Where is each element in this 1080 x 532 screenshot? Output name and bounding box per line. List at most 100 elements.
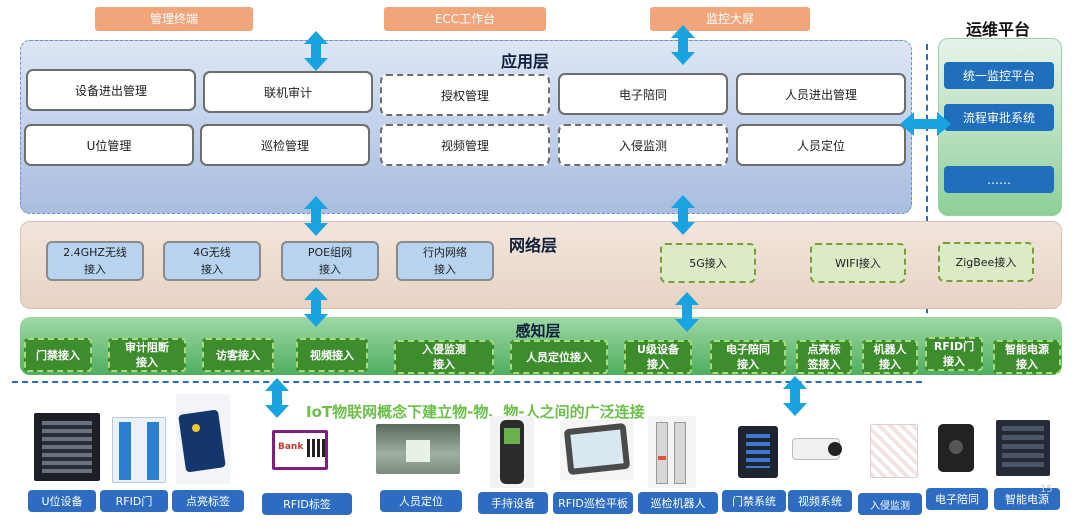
escort-lens (949, 440, 963, 454)
net-box-2-4ghz[interactable]: 2.4GHZ无线 接入 (46, 241, 144, 281)
sense-box-access-control[interactable]: 门禁接入 (24, 338, 92, 372)
ops-divider (926, 44, 928, 374)
sense-box-line: 门禁接入 (36, 348, 80, 362)
tag-device-led (192, 424, 200, 432)
net-box-zigbee[interactable]: ZigBee接入 (938, 242, 1034, 282)
arrow-app-to-net-left (304, 196, 328, 236)
door-frame-left (119, 422, 131, 480)
device-label-smart-power[interactable]: 智能电源 (994, 488, 1060, 510)
sense-box-u-device[interactable]: U级设备 接入 (624, 340, 692, 374)
app-box-inspection[interactable]: 巡检管理 (200, 124, 370, 166)
sense-box-line: 智能电源 (1005, 343, 1049, 356)
sense-box-line: 人员定位接入 (526, 350, 592, 364)
sense-box-escort[interactable]: 电子陪同 接入 (710, 340, 786, 374)
net-box-line: 接入 (319, 263, 341, 276)
arrow-app-to-ops (900, 112, 951, 136)
sense-box-line: 视频接入 (310, 348, 354, 362)
sense-box-line: 接入 (737, 358, 759, 371)
ops-button-process-approval[interactable]: 流程审批系统 (944, 104, 1054, 131)
rfid-tag-logo-text: Bank (278, 442, 304, 452)
device-image-smart-power (996, 420, 1050, 476)
arrow-sense-to-device-right (783, 376, 807, 416)
device-image-inspection-tablet (560, 420, 634, 480)
device-label-escort[interactable]: 电子陪同 (926, 488, 988, 510)
sense-box-line: 电子陪同 (726, 343, 770, 356)
sense-box-smart-power[interactable]: 智能电源 接入 (993, 340, 1061, 374)
device-label-rfid-door[interactable]: RFID门 (100, 490, 168, 512)
app-box-online-audit[interactable]: 联机审计 (203, 71, 373, 113)
sense-box-line: 接入 (1016, 358, 1038, 371)
sense-box-personnel-location[interactable]: 人员定位接入 (510, 340, 608, 374)
device-label-access-system[interactable]: 门禁系统 (722, 490, 786, 512)
sense-box-line: 机器人 (873, 343, 907, 356)
arrow-net-to-sense-left (304, 287, 328, 327)
device-label-u-position[interactable]: U位设备 (28, 490, 96, 512)
sense-box-line: 接入 (879, 358, 901, 371)
handheld-screen (504, 428, 520, 444)
sense-box-audit-block[interactable]: 审计阻断 接入 (108, 338, 186, 372)
device-label-handheld[interactable]: 手持设备 (478, 492, 548, 514)
app-box-electronic-escort[interactable]: 电子陪同 (558, 73, 728, 115)
net-box-line: 接入 (434, 263, 456, 276)
app-box-u-position[interactable]: U位管理 (24, 124, 194, 166)
ops-button-unified-monitoring[interactable]: 统一监控平台 (944, 62, 1054, 89)
sense-box-line: 审计阻断 (125, 341, 169, 354)
sense-box-intrusion[interactable]: 入侵监测 接入 (394, 340, 494, 374)
power-cabinet-panel (1002, 426, 1044, 470)
server-rack-panel (42, 421, 92, 473)
top-button-management-terminal[interactable]: 管理终端 (95, 7, 253, 31)
device-image-personnel-location (376, 424, 460, 474)
app-box-intrusion[interactable]: 入侵监测 (558, 124, 728, 166)
net-box-bank-network[interactable]: 行内网络 接入 (396, 241, 494, 281)
access-keypad (746, 434, 770, 468)
sense-box-line: 入侵监测 (422, 343, 466, 356)
net-box-line: 接入 (84, 263, 106, 276)
ops-platform-title: 运维平台 (965, 20, 1030, 39)
robot-column-right (674, 422, 686, 484)
device-label-light-tag[interactable]: 点亮标签 (172, 490, 244, 512)
device-image-video-system (790, 428, 850, 470)
device-label-intrusion[interactable]: 入侵监测 (858, 493, 922, 515)
sense-box-line: 接入 (943, 355, 965, 368)
sense-box-light-tag[interactable]: 点亮标 签接入 (796, 340, 852, 374)
sense-box-video[interactable]: 视频接入 (296, 338, 368, 372)
app-box-video[interactable]: 视频管理 (380, 124, 550, 166)
device-label-rfid-tag[interactable]: RFID标签 (262, 493, 352, 515)
arrow-sense-to-device-left (265, 378, 289, 418)
device-label-personnel-location[interactable]: 人员定位 (380, 490, 462, 512)
sense-box-line: 接入 (647, 358, 669, 371)
app-box-authorization[interactable]: 授权管理 (380, 74, 550, 116)
device-image-intrusion (870, 424, 918, 478)
top-button-ecc-workbench[interactable]: ECC工作台 (384, 7, 546, 31)
net-box-4g[interactable]: 4G无线 接入 (163, 241, 261, 281)
tag-device-body (178, 409, 226, 473)
iot-caption: IoT物联网概念下建立物-物、物-人之间的广泛连接 (306, 403, 645, 421)
app-box-device-entry[interactable]: 设备进出管理 (26, 69, 196, 111)
top-button-monitor-screen[interactable]: 监控大屏 (650, 7, 810, 31)
device-label-inspection-robot[interactable]: 巡检机器人 (638, 492, 718, 514)
net-box-line: 2.4GHZ无线 (63, 246, 127, 259)
app-box-personnel-location[interactable]: 人员定位 (736, 124, 906, 166)
sense-box-rfid-door[interactable]: RFID门 接入 (925, 337, 983, 371)
app-box-personnel-entry[interactable]: 人员进出管理 (736, 73, 906, 115)
net-box-5g[interactable]: 5G接入 (660, 243, 756, 283)
corridor-light (406, 440, 430, 462)
device-image-inspection-robot (648, 416, 696, 488)
net-box-line: 4G无线 (193, 246, 231, 259)
device-label-video-system[interactable]: 视频系统 (788, 490, 852, 512)
device-image-rfid-tag: Bank (272, 430, 328, 470)
arrow-app-to-net-right (671, 195, 695, 235)
device-image-rfid-door (112, 417, 166, 483)
sense-box-line: 接入 (136, 356, 158, 369)
robot-column-left (656, 422, 668, 484)
device-label-inspection-tablet[interactable]: RFID巡检平板 (553, 492, 633, 514)
device-image-light-tag (176, 394, 230, 484)
sense-box-robot[interactable]: 机器人 接入 (862, 340, 918, 374)
ops-button-more[interactable]: …… (944, 166, 1054, 193)
device-image-escort (938, 424, 974, 472)
device-separator-line (12, 381, 922, 383)
sense-box-visitor[interactable]: 访客接入 (202, 338, 274, 372)
net-box-poe[interactable]: POE组网 接入 (281, 241, 379, 281)
net-box-wifi[interactable]: WIFI接入 (810, 243, 906, 283)
